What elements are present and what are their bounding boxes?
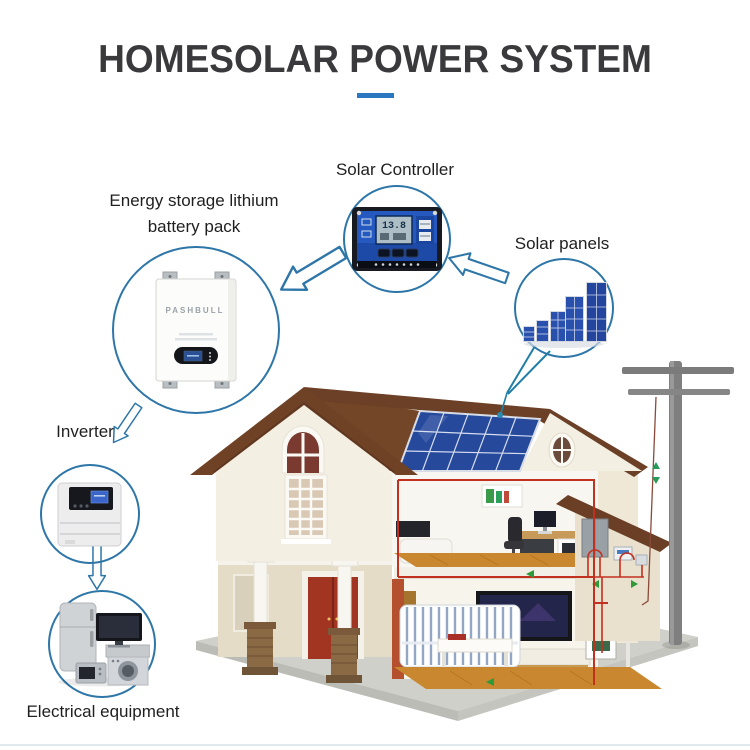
arched-window — [281, 425, 325, 474]
inverter-callout — [40, 464, 140, 564]
arrow-controller-to-battery — [272, 239, 352, 303]
battery-label-line2: battery pack — [147, 217, 241, 236]
garage-extension — [556, 495, 672, 653]
utility-pole — [622, 361, 734, 649]
battery-label-line1: Energy storage lithium — [109, 191, 279, 210]
battery-pack-icon: PASHBULL — [155, 271, 237, 389]
page-title-rest: SOLAR POWER SYSTEM — [209, 38, 652, 81]
interior-red-wire — [397, 479, 608, 685]
inverter-icon — [57, 482, 122, 547]
electrical-equipment-callout — [48, 590, 156, 698]
solar-panels-icon — [523, 282, 607, 348]
page-title: HOMESOLAR POWER SYSTEM — [19, 38, 732, 82]
battery-label: Energy storage lithium battery pack — [84, 188, 304, 240]
roof — [190, 387, 648, 477]
solar-panels-label: Solar panels — [514, 234, 610, 253]
battery-pack-callout: PASHBULL — [112, 246, 280, 414]
rooftop-solar-panels — [396, 409, 542, 472]
solar-panels-callout — [514, 258, 614, 358]
page-title-highlight: HOME — [98, 38, 210, 81]
svg-text:13.8: 13.8 — [382, 221, 406, 232]
house-illustration — [190, 361, 734, 721]
inverter-label: Inverter — [56, 422, 114, 441]
solar-controller-icon: 13.8 — [352, 207, 442, 271]
solar-controller-callout: 13.8 — [343, 185, 451, 293]
electrical-equipment-label: Electrical equipment — [26, 702, 180, 721]
grid-window — [281, 474, 331, 544]
electrical-equipment-icon — [58, 602, 150, 687]
bottom-divider — [0, 744, 750, 746]
porch-columns — [242, 552, 362, 683]
solar-controller-label: Solar Controller — [335, 160, 455, 179]
title-underline — [357, 93, 394, 98]
svg-text:PASHBULL: PASHBULL — [166, 306, 225, 315]
left-wing — [216, 393, 392, 683]
